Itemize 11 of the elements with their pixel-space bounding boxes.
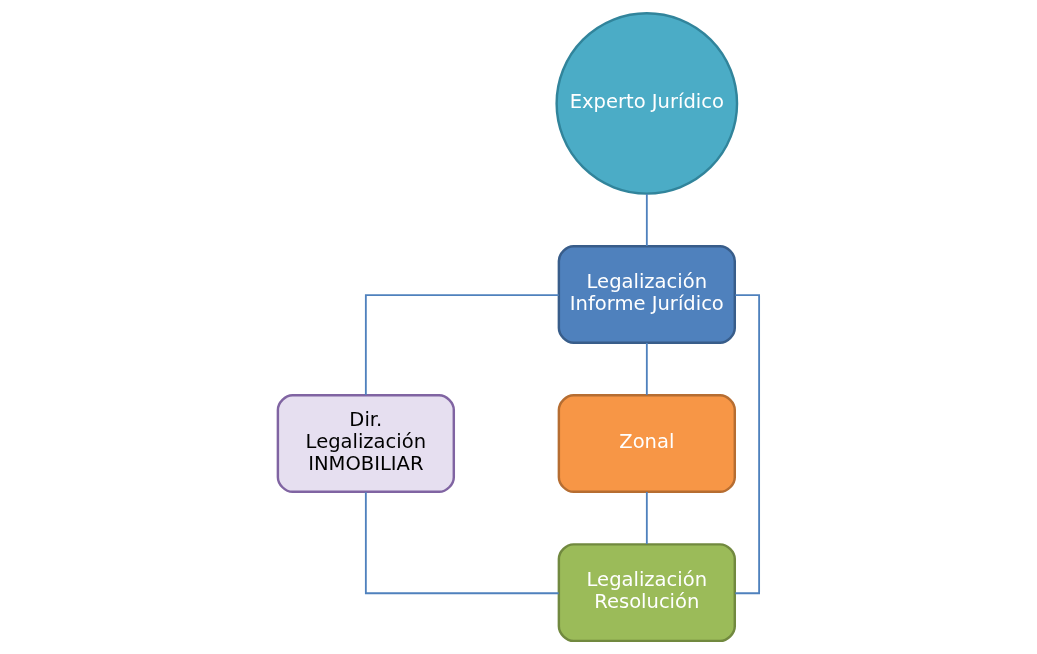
connector [364,491,560,595]
connector [734,294,761,595]
node-circle: Experto Jurídico [555,12,739,195]
node-box: Legalización Resolución [557,543,736,643]
connector [364,294,560,396]
connector [645,193,648,247]
connector [645,491,648,545]
node-box: Zonal [557,394,736,494]
connector [645,342,648,396]
node-box: Legalización Informe Jurídico [557,245,736,344]
node-box: Dir. Legalización INMOBILIAR [276,394,456,494]
